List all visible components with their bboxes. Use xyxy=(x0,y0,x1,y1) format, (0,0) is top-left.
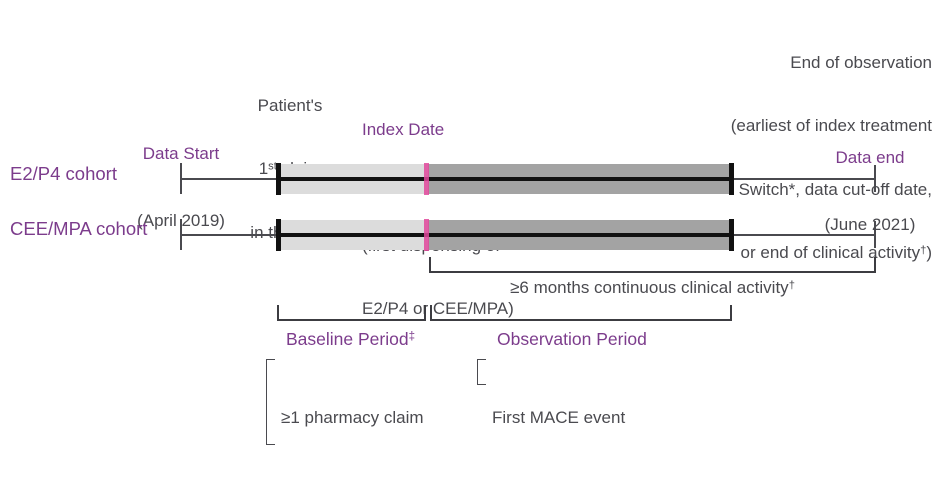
e2p4-first-claim-tick xyxy=(276,163,281,195)
index-date-subtitle-line2: E2/P4 or CEE/MPA) xyxy=(362,298,514,318)
observation-period-title: Observation Period xyxy=(497,329,647,349)
e2p4-followup-line xyxy=(277,177,733,181)
baseline-period-title-text: Baseline Period xyxy=(286,329,409,349)
end-of-observation-line2: (earliest of index treatment xyxy=(730,116,932,136)
dagger-superscript-activity: † xyxy=(788,279,795,292)
ceempa-data-end-tick xyxy=(874,221,876,248)
bracket-baseline-period xyxy=(277,305,426,321)
label-continuous-activity: ≥6 months continuous clinical activity† xyxy=(429,277,876,298)
data-start-title: Data Start xyxy=(142,144,220,164)
dagger-superscript-observation: † xyxy=(920,244,927,257)
annotation-data-end: Data end (June 2021) xyxy=(795,105,940,278)
ceempa-axis-right xyxy=(730,234,876,236)
e2p4-end-observation-tick xyxy=(729,163,734,195)
baseline-period-title: Baseline Period‡ xyxy=(286,329,415,351)
e2p4-index-date-marker xyxy=(424,163,429,195)
data-end-title: Data end xyxy=(835,148,905,168)
index-date-title: Index Date xyxy=(362,120,445,140)
ceempa-first-claim-tick xyxy=(276,219,281,251)
baseline-list-bracket xyxy=(266,359,275,445)
observation-item-list: First MACE event xyxy=(492,360,625,476)
end-of-observation-line4-suffix: ) xyxy=(926,242,932,262)
ceempa-index-date-marker xyxy=(424,219,429,251)
baseline-list-item-1: ≥1 pharmacy claim xyxy=(281,408,424,428)
e2p4-data-end-tick xyxy=(874,165,876,192)
baseline-list-item-2: ≥1 medical claim xyxy=(281,476,447,479)
double-dagger-superscript-baseline: ‡ xyxy=(408,331,415,344)
bracket-observation-period xyxy=(430,305,732,321)
data-end-subtitle: (June 2021) xyxy=(824,215,916,235)
data-start-subtitle: (April 2019) xyxy=(137,211,225,231)
baseline-item-list: ≥1 pharmacy claim ≥1 medical claim No MA… xyxy=(281,360,447,479)
first-claim-line1: Patient's xyxy=(257,96,323,116)
end-of-observation-line3: Switch*, data cut-off date, xyxy=(738,179,932,199)
e2p4-axis-right xyxy=(730,178,876,180)
first-claim-ordinal-number: 1 xyxy=(258,159,269,179)
ordinal-superscript-st: st xyxy=(268,160,277,173)
ceempa-axis-left xyxy=(180,234,280,236)
end-of-observation-line1: End of observation xyxy=(790,53,932,73)
ceempa-followup-line xyxy=(277,233,733,237)
end-of-observation-line4-prefix: or end of clinical activity xyxy=(740,242,921,262)
cohort-label-e2p4: E2/P4 cohort xyxy=(10,163,117,184)
annotation-data-start: Data Start (April 2019) xyxy=(100,101,262,274)
e2p4-data-start-tick xyxy=(180,163,182,194)
ceempa-data-start-tick xyxy=(180,219,182,250)
observation-list-item-1: First MACE event xyxy=(492,408,626,428)
annotation-end-of-observation: End of observation (earliest of index tr… xyxy=(600,10,932,305)
ceempa-end-observation-tick xyxy=(729,219,734,251)
e2p4-axis-left xyxy=(180,178,280,180)
cohort-label-ceempa: CEE/MPA cohort xyxy=(10,218,148,239)
continuous-activity-text: ≥6 months continuous clinical activity xyxy=(510,278,789,297)
observation-list-bracket xyxy=(477,359,486,385)
end-of-observation-line4: or end of clinical activity†) xyxy=(600,242,932,263)
bracket-continuous-activity xyxy=(429,257,876,273)
